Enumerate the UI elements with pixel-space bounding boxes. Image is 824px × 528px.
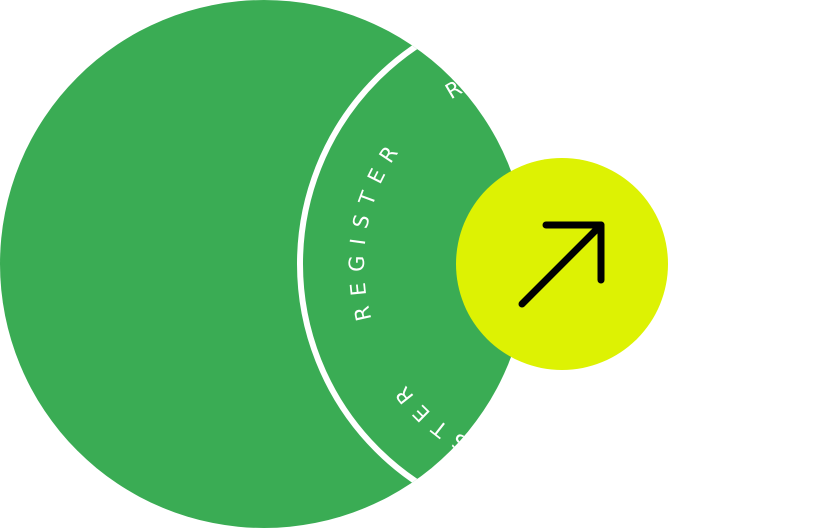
- arrow-up-right-icon: [518, 221, 605, 308]
- register-button[interactable]: [456, 158, 668, 370]
- ring-label: REGISTER: [681, 94, 779, 270]
- divider-ring: [297, 0, 528, 528]
- ring-label: REGISTER: [441, 47, 632, 104]
- ring-label: REGISTER: [618, 329, 766, 472]
- main-green-circle: [0, 0, 528, 528]
